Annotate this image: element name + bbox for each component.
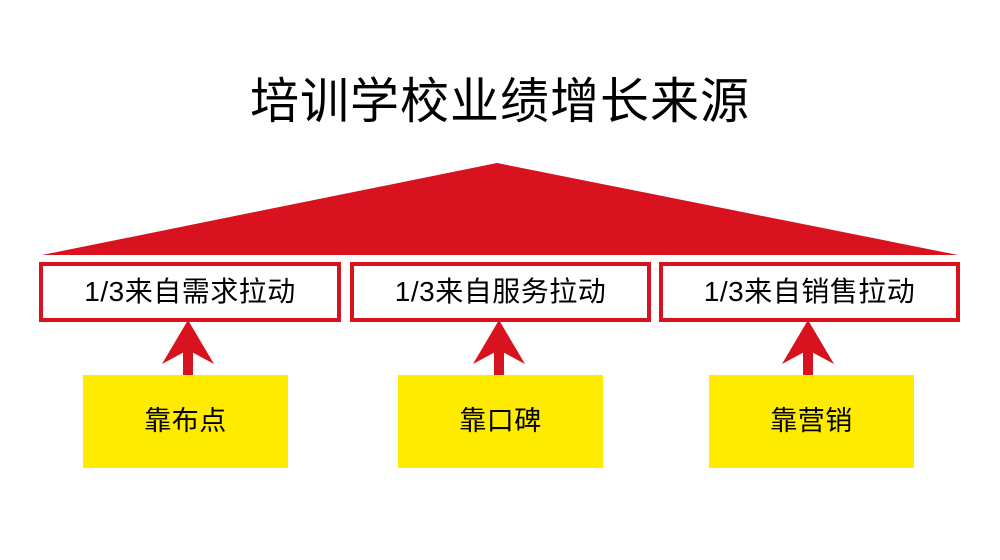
roof-triangle-icon — [42, 163, 958, 255]
driver-box-distribution-label: 靠布点 — [144, 406, 227, 436]
source-box-demand[interactable]: 1/3来自需求拉动 — [39, 262, 341, 322]
up-arrow-icon-demand — [162, 320, 214, 378]
source-box-service[interactable]: 1/3来自服务拉动 — [350, 262, 651, 322]
driver-box-word-of-mouth-label: 靠口碑 — [459, 406, 542, 436]
driver-box-marketing[interactable]: 靠营销 — [709, 375, 914, 468]
source-box-sales-label: 1/3来自销售拉动 — [703, 276, 916, 307]
source-box-demand-label: 1/3来自需求拉动 — [84, 276, 296, 307]
up-arrow-icon-sales — [782, 320, 834, 378]
source-box-service-label: 1/3来自服务拉动 — [394, 276, 607, 307]
page-title: 培训学校业绩增长来源 — [249, 75, 750, 129]
driver-box-distribution[interactable]: 靠布点 — [83, 375, 288, 468]
driver-box-marketing-label: 靠营销 — [770, 406, 853, 436]
source-box-sales[interactable]: 1/3来自销售拉动 — [659, 262, 960, 322]
up-arrow-icon-service — [473, 320, 525, 378]
driver-box-word-of-mouth[interactable]: 靠口碑 — [398, 375, 603, 468]
